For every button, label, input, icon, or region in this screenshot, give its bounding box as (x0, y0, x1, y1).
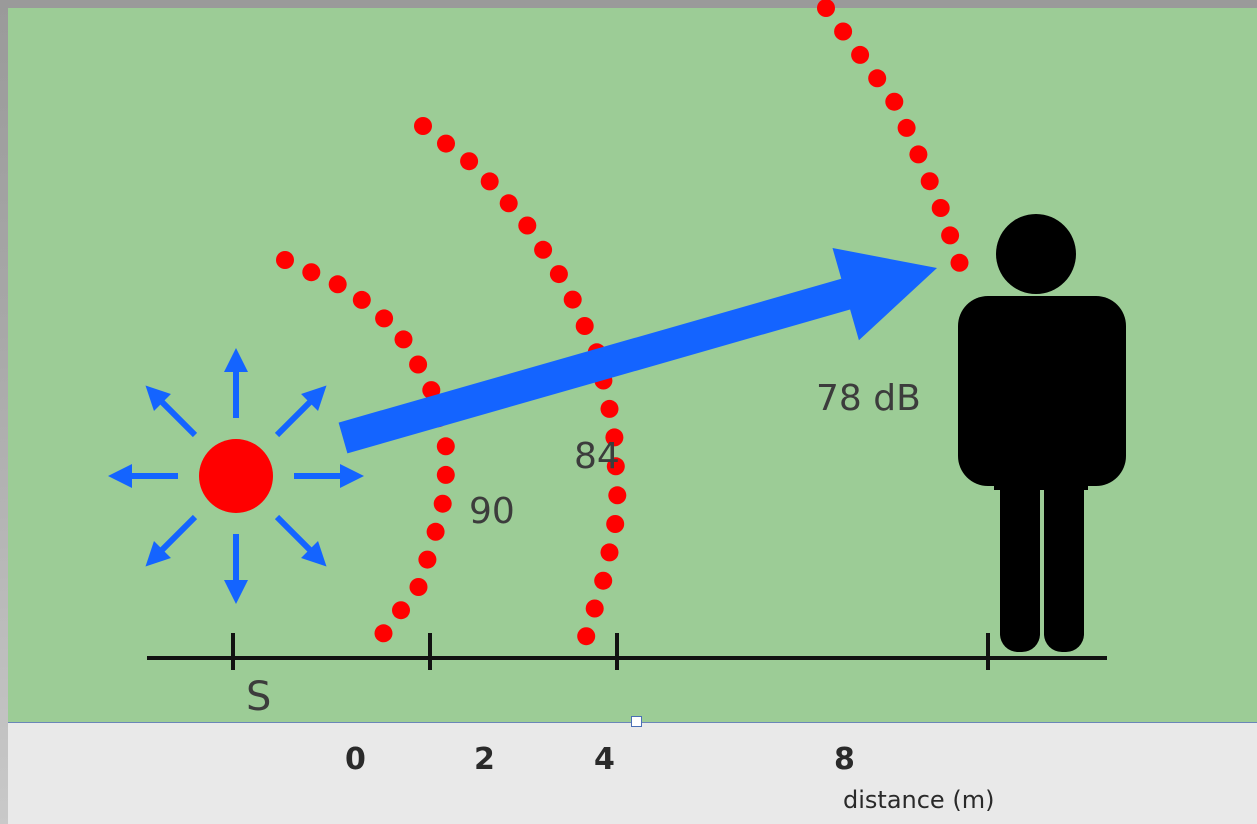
wavefront-dot (600, 543, 619, 562)
ray-arrow-icon (274, 514, 327, 567)
wavefront-dot (414, 117, 432, 135)
ray-arrow-icon (108, 464, 178, 488)
wavefront-dot (608, 486, 627, 505)
wavefront-dot (920, 172, 939, 191)
wavefront-dot (374, 624, 393, 643)
wavefront-dot (433, 494, 452, 513)
person-right-leg (1044, 440, 1084, 652)
wavefront-dot (931, 199, 950, 217)
wavefront-dot (518, 216, 537, 235)
level-label-78: 78 dB (816, 378, 921, 419)
wavefront-dot (549, 265, 568, 284)
ray-head (145, 541, 171, 567)
ray-shaft (156, 396, 198, 438)
level-label-90: 90 (469, 491, 515, 532)
wavefront-dot (352, 290, 371, 309)
wavefront-dot (941, 226, 960, 245)
ray-arrow-icon (274, 385, 327, 438)
wavefront-dot (563, 290, 582, 309)
wavefront-dot (575, 317, 594, 335)
ray-shaft (274, 514, 316, 556)
sound-source-icon (108, 348, 364, 604)
wavefront-dot (606, 515, 625, 533)
wavefront-dot (422, 381, 441, 400)
wavefront-dot (418, 550, 437, 569)
source-label: S (246, 674, 271, 720)
ray-arrow-icon (294, 464, 364, 488)
wavefront-dot (480, 172, 499, 191)
wavefront-dot (950, 253, 969, 272)
ray-head (224, 580, 248, 604)
below-slide-area (8, 723, 1257, 824)
person-hips (994, 340, 1088, 490)
wavefront-dot (437, 134, 455, 153)
level-label-84: 84 (574, 436, 620, 477)
ray-arrow-icon (224, 348, 248, 418)
ray-shaft (274, 396, 316, 438)
axis-number-4: 4 (594, 742, 615, 777)
ray-shaft (156, 514, 198, 556)
wavefront-dot (302, 263, 321, 282)
ray-head (108, 464, 132, 488)
axis-caption: distance (m) (843, 786, 995, 814)
wavefront-dot (409, 355, 428, 374)
ground-axis (147, 633, 1107, 670)
wavefront-dot (436, 437, 455, 456)
wavefront-dot (909, 145, 928, 164)
axis-number-8: 8 (834, 742, 855, 777)
wavefront-78 (817, 0, 969, 272)
person-left-leg (1000, 440, 1040, 652)
ray-head (340, 464, 364, 488)
radiating-arrows (108, 348, 364, 604)
wavefront-dot (817, 0, 835, 17)
wavefront-dot (409, 578, 428, 596)
source-dot (199, 439, 273, 513)
wavefront-dot (426, 522, 445, 541)
ray-head (145, 385, 171, 411)
wavefront-dot (276, 251, 294, 269)
wavefront-dot (392, 601, 410, 620)
person-icon (958, 214, 1126, 652)
propagation-arrow (338, 248, 938, 454)
wavefront-dot (600, 399, 619, 418)
wavefront-dot (499, 194, 518, 213)
wavefront-dot (436, 465, 455, 484)
wavefront-dot (328, 275, 347, 294)
wavefront-dot (851, 45, 870, 64)
wavefront-dot (577, 627, 596, 646)
wavefront-dot (605, 428, 624, 447)
wavefront-dot (375, 309, 394, 328)
wavefront-dot (394, 330, 413, 349)
wavefront-dot (534, 240, 553, 259)
wavefront-dot (868, 69, 887, 88)
ray-arrow-icon (145, 385, 198, 438)
propagation-arrow-shape (338, 248, 938, 454)
wavefront-dot (585, 599, 604, 618)
selection-handle[interactable] (631, 716, 642, 727)
ray-head (224, 348, 248, 372)
wavefront-dot (594, 571, 613, 590)
wavefront-dot (460, 152, 479, 171)
ray-arrow-icon (145, 514, 198, 567)
ray-head (301, 385, 327, 411)
wavefront-dot (606, 457, 625, 476)
axis-number-2: 2 (474, 742, 495, 777)
ray-arrow-icon (224, 534, 248, 604)
axis-number-0: 0 (345, 742, 366, 777)
wavefront-dot (885, 92, 904, 111)
ray-head (301, 541, 327, 567)
wavefront-dot (834, 22, 853, 41)
person-head (996, 214, 1076, 294)
wavefront-dot (897, 118, 916, 137)
